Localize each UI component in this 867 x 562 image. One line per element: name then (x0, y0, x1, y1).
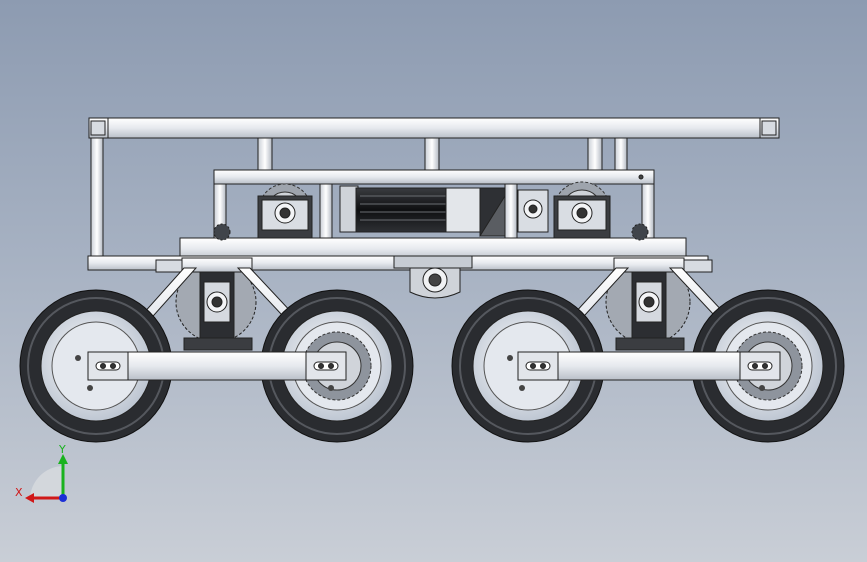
bearing-block-upper-right (553, 195, 611, 239)
center-bearing-housing (393, 255, 473, 299)
z-axis-origin (59, 494, 67, 502)
bearing-block-upper-left (257, 195, 313, 239)
bearing-block-center (517, 189, 549, 233)
gearbox (445, 187, 506, 237)
coordinate-triad: Y X (15, 443, 68, 503)
drive-motor (339, 185, 449, 233)
y-axis-label: Y (58, 443, 66, 456)
swing-arm-right (517, 351, 781, 381)
upper-frame (88, 117, 780, 261)
swing-arm-left (87, 351, 347, 381)
x-axis-label: X (15, 486, 23, 499)
